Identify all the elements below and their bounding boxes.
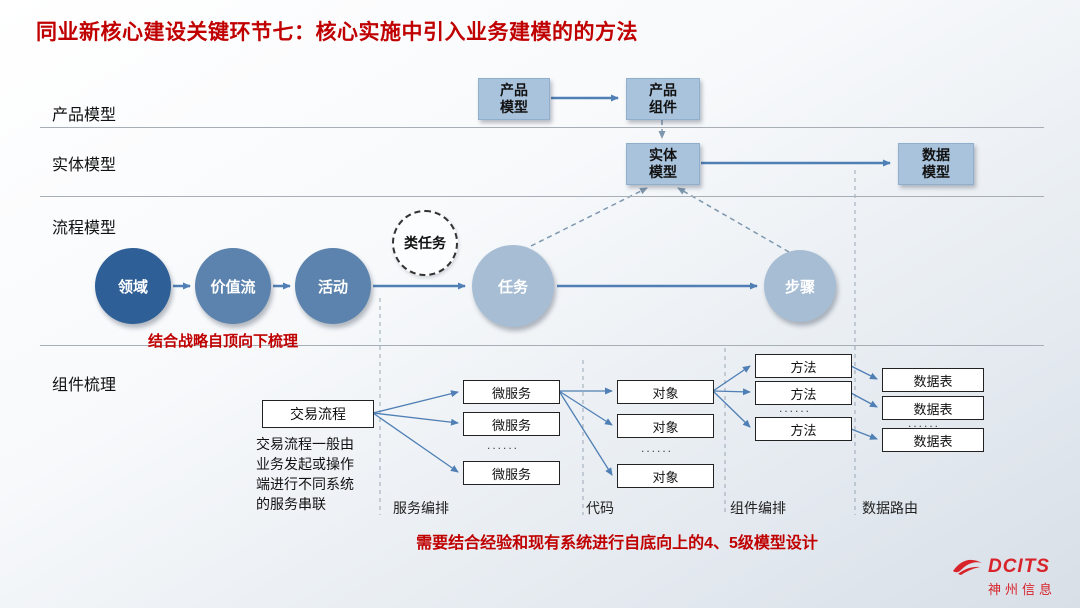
row-label-process-model: 流程模型 bbox=[52, 220, 117, 237]
object-ellipsis: ...... bbox=[641, 441, 674, 455]
row-label-product-model: 产品模型 bbox=[52, 107, 117, 124]
product-component-box: 产品 组件 bbox=[626, 78, 700, 120]
object-box: 对象 bbox=[617, 414, 714, 438]
circle-domain: 领域 bbox=[95, 248, 171, 324]
circle-step: 步骤 bbox=[764, 250, 836, 322]
circle-activity: 活动 bbox=[295, 248, 371, 324]
top-down-note: 结合战略自顶向下梳理 bbox=[148, 333, 299, 350]
method-box: 方法 bbox=[755, 417, 852, 441]
bottom-up-note: 需要结合经验和现有系统进行自底向上的4、5级模型设计 bbox=[416, 535, 818, 552]
data-table-box: 数据表 bbox=[882, 396, 984, 420]
object-box: 对象 bbox=[617, 464, 714, 488]
transaction-flow-box: 交易流程 bbox=[262, 400, 374, 428]
method-ellipsis: ...... bbox=[779, 401, 812, 415]
column-label-component-orchestration: 组件编排 bbox=[730, 500, 786, 516]
method-box: 方法 bbox=[755, 381, 852, 405]
data-table-ellipsis: ...... bbox=[908, 416, 941, 430]
microservice-ellipsis: ...... bbox=[487, 438, 520, 452]
method-box: 方法 bbox=[755, 354, 852, 378]
mapping-dashed-lines bbox=[522, 120, 790, 253]
transaction-flow-note: 交易流程一般由 业务发起或操作 端进行不同系统 的服务串联 bbox=[256, 436, 354, 512]
data-table-box: 数据表 bbox=[882, 428, 984, 452]
microservice-box: 微服务 bbox=[463, 461, 560, 485]
row-label-entity-model: 实体模型 bbox=[52, 157, 117, 174]
circle-class-task: 类任务 bbox=[392, 210, 458, 276]
divider-product-row bbox=[40, 127, 1044, 128]
column-label-code: 代码 bbox=[586, 500, 614, 516]
page-title: 同业新核心建设关键环节七：核心实施中引入业务建模的的方法 bbox=[36, 21, 638, 44]
row-label-component-sorting: 组件梳理 bbox=[52, 377, 117, 394]
microservice-box: 微服务 bbox=[463, 412, 560, 436]
column-label-service-orchestration: 服务编排 bbox=[393, 500, 449, 516]
entity-model-box: 实体 模型 bbox=[626, 143, 700, 185]
circle-value-stream: 价值流 bbox=[195, 248, 271, 324]
circle-task: 任务 bbox=[472, 245, 554, 327]
microservice-box: 微服务 bbox=[463, 380, 560, 404]
data-model-box: 数据 模型 bbox=[898, 143, 974, 185]
divider-entity-row bbox=[40, 196, 1044, 197]
product-model-box: 产品 模型 bbox=[478, 78, 550, 120]
logo-brand-text: DCITS bbox=[987, 556, 1050, 577]
column-label-data-routing: 数据路由 bbox=[862, 500, 918, 516]
divider-process-row bbox=[40, 345, 1044, 346]
dcits-swoosh-icon bbox=[952, 559, 982, 575]
data-table-box: 数据表 bbox=[882, 368, 984, 392]
dcits-logo: DCITS 神州信息 bbox=[952, 556, 1056, 598]
logo-company-text: 神州信息 bbox=[987, 582, 1056, 597]
object-box: 对象 bbox=[617, 380, 714, 404]
